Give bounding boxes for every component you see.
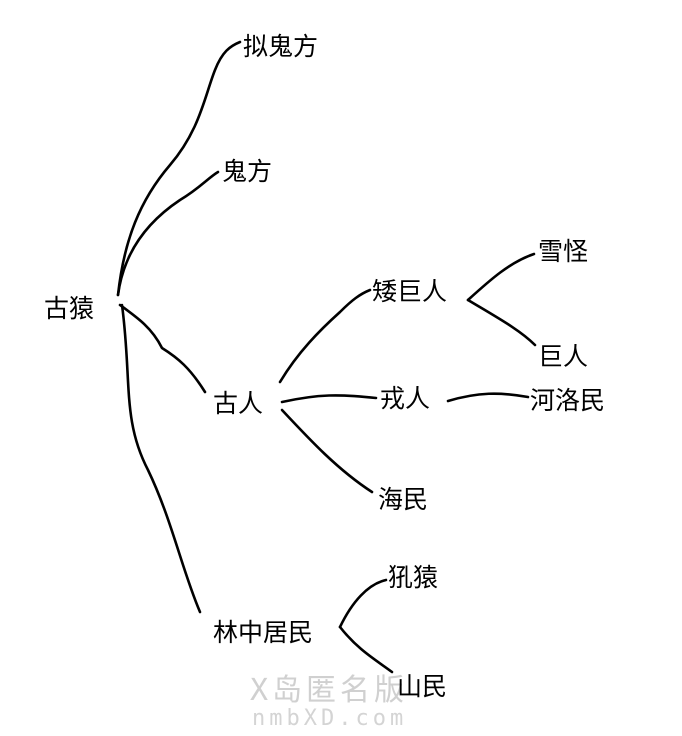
node-juren: 巨人: [538, 342, 589, 371]
edge-linzhong-houyuan: [338, 578, 388, 629]
watermark-url: nmbXD.com: [252, 706, 408, 731]
edge-guren-rongren: [280, 394, 378, 404]
edge-guren-haimin: [280, 408, 374, 494]
node-xueguai: 雪怪: [538, 237, 589, 266]
node-linzhong-jumin: 林中居民: [213, 618, 314, 647]
node-guifang: 鬼方: [222, 157, 273, 186]
node-shanmin: 山民: [397, 672, 448, 701]
edge-ai-juren-juren: [466, 298, 537, 347]
watermark-title: X岛匿名版: [250, 673, 409, 708]
node-ai-juren: 矮巨人: [372, 277, 448, 306]
node-rongren: 戎人: [380, 384, 431, 413]
edge-guren-ai-juren: [278, 288, 372, 384]
edge-ai-juren-xueguai: [466, 252, 536, 302]
edge-guyuan-linzhong-jumin: [120, 303, 202, 614]
node-heluomin: 河洛民: [530, 386, 606, 415]
node-haimin: 海民: [378, 485, 429, 514]
edge-guyuan-ni-guifang: [116, 40, 242, 297]
node-guyuan: 古猿: [44, 294, 95, 323]
edge-guyuan-guren: [118, 303, 207, 394]
edge-rongren-heluomin: [446, 392, 530, 403]
edge-guyuan-guifang: [116, 170, 220, 297]
edge-linzhong-shanmin: [338, 625, 394, 674]
node-guren: 古人: [213, 389, 264, 418]
node-houyuan: 犼猿: [388, 563, 439, 592]
node-ni-guifang: 拟鬼方: [243, 32, 319, 61]
